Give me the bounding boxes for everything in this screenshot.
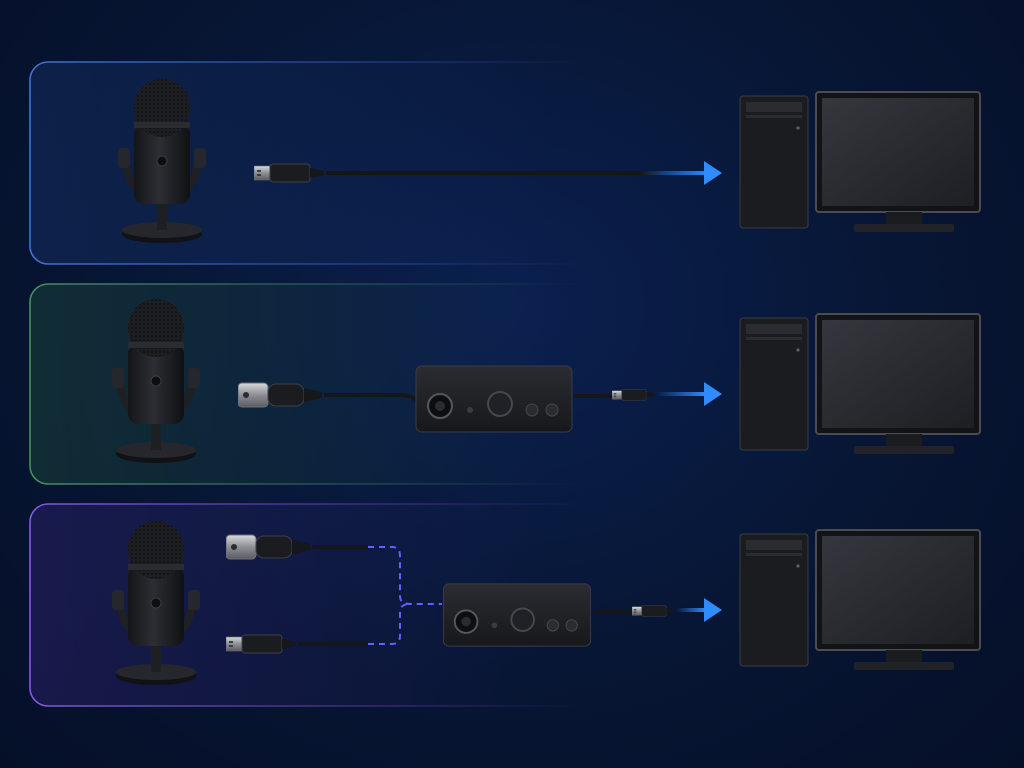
row-hybrid — [112, 521, 981, 685]
computer-icon — [739, 91, 981, 233]
xlr-cable — [324, 393, 418, 402]
arrow-tail — [640, 171, 710, 175]
arrow-right-icon — [704, 161, 722, 185]
row-usb-direct — [118, 79, 981, 243]
computer-icon — [739, 313, 981, 455]
arrow-tail — [676, 608, 706, 612]
arrow-right-icon — [704, 598, 722, 622]
dashed-link-usb — [368, 603, 411, 645]
arrow-right-icon — [704, 382, 722, 406]
row-xlr-interface — [112, 299, 981, 463]
audio-interface-icon — [415, 365, 573, 433]
audio-interface-icon — [442, 582, 592, 648]
arrow-tail — [656, 392, 706, 396]
computer-icon — [739, 529, 981, 671]
